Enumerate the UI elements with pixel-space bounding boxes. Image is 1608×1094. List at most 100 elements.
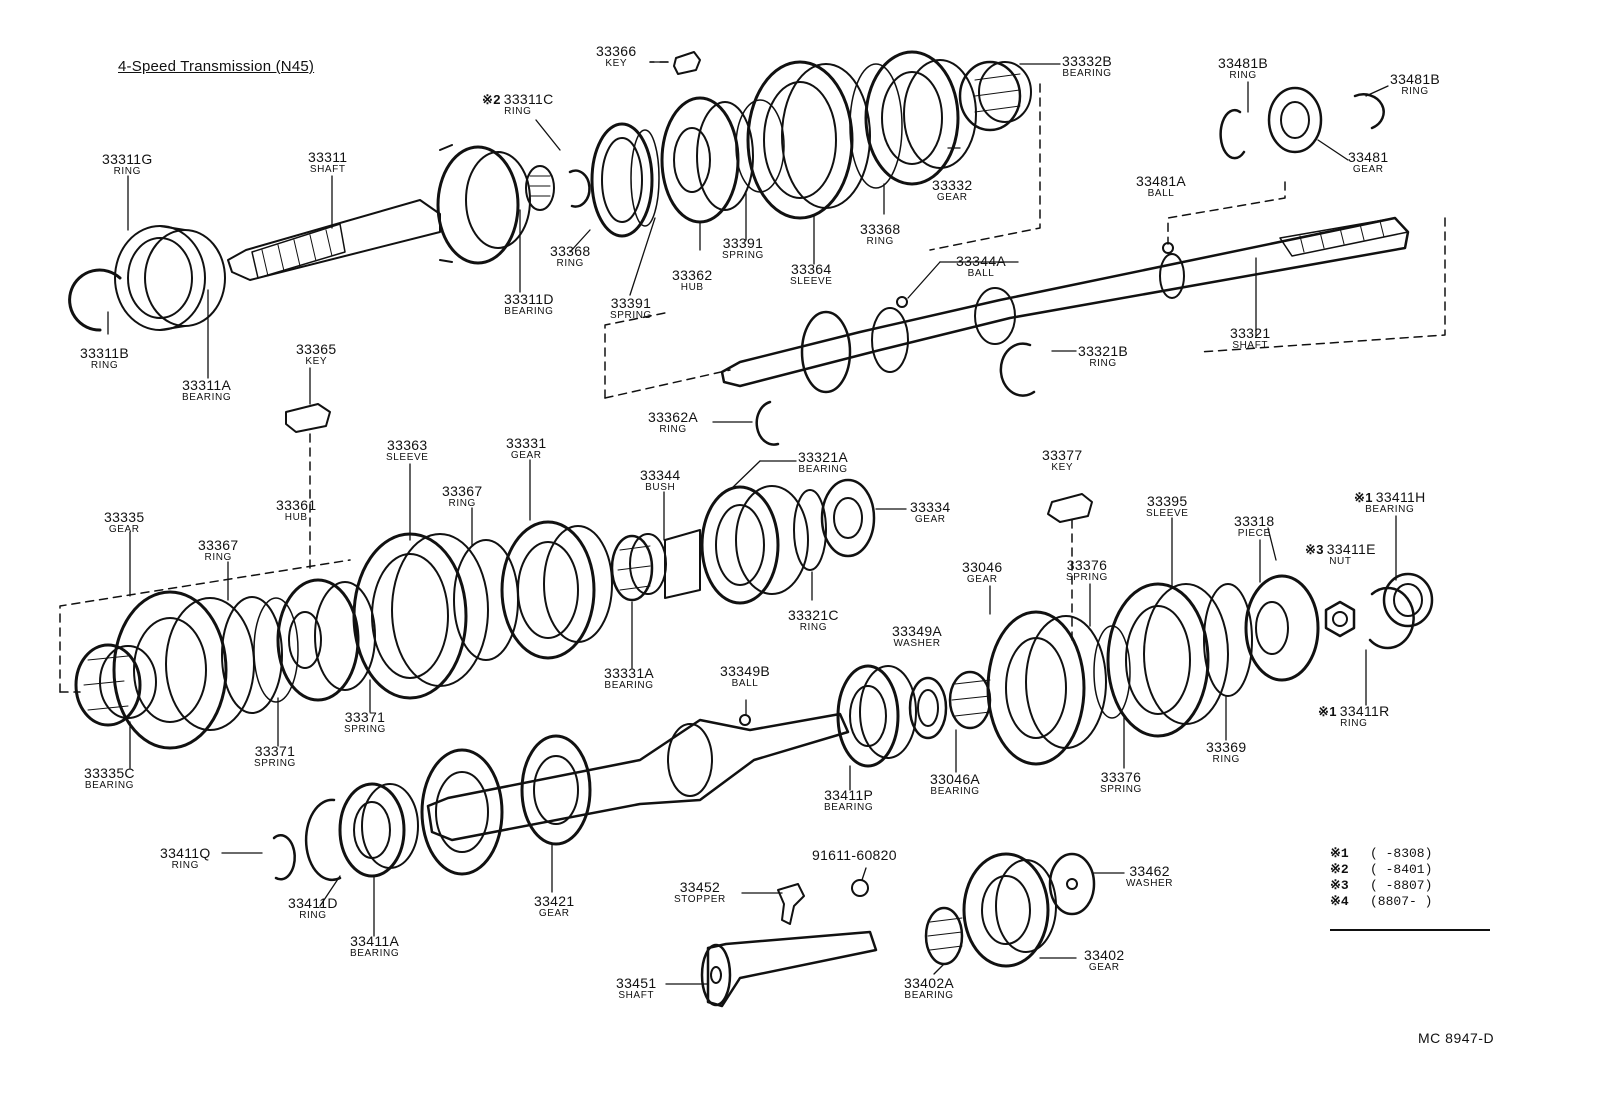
gear-33332-drawing (864, 50, 960, 186)
snap-ring-33321B-drawing (999, 342, 1036, 397)
part-name: RING (1340, 718, 1368, 729)
part-name: BEARING (930, 786, 980, 797)
part-number: 33311 (308, 150, 347, 164)
part-name: BALL (731, 678, 759, 689)
part-number: 33376 (1100, 770, 1142, 784)
part-name: SHAFT (309, 164, 346, 175)
part-number: 33046 (962, 560, 1002, 574)
bearing-33335C-drawing (74, 643, 142, 727)
part-number-text: 33481B (1390, 71, 1441, 87)
part-name: BEARING (504, 306, 554, 317)
key-33377-drawing (1047, 493, 1093, 523)
part-number: 33344A (956, 254, 1006, 268)
part-name: GEAR (914, 514, 946, 525)
part-name: BEARING (604, 680, 654, 691)
note-mark: ※4 (1330, 894, 1349, 909)
part-name: RING (866, 236, 894, 247)
note-mark: ※3 (1330, 878, 1349, 893)
part-number: 33361 (276, 498, 316, 512)
part-number: 33331 (506, 436, 546, 450)
gear-33334-drawing (820, 478, 876, 558)
part-name: BEARING (798, 464, 848, 475)
part-name: RING (659, 424, 687, 435)
part-number: 33411Q (160, 846, 211, 860)
note-row-1: ※1( -8308) (1330, 846, 1500, 862)
part-number: 33362A (648, 410, 698, 424)
part-number-text: 33365 (296, 341, 337, 357)
part-number-text: 33349A (892, 623, 943, 639)
part-name: SPRING (254, 758, 296, 769)
part-name: HUB (284, 512, 308, 523)
part-name: KEY (605, 58, 628, 69)
part-number: 33366 (596, 44, 636, 58)
part-number-text: 33402A (904, 975, 955, 991)
part-number-text: 33362 (672, 267, 713, 283)
synchro-ring-33368-drawing (590, 122, 654, 238)
part-name: RING (171, 860, 199, 871)
part-number-text: 33411H (1375, 489, 1426, 505)
part-number: 33411D (288, 896, 338, 910)
part-number: 33332 (932, 178, 972, 192)
reverse-idler-drawing (700, 852, 1096, 1008)
part-name: SPRING (1066, 572, 1108, 583)
part-number: 33311G (102, 152, 153, 166)
part-number: 33402 (1084, 948, 1124, 962)
part-name: RING (90, 360, 119, 371)
hub-33318-drawing (1244, 574, 1320, 682)
note-range: (8807- ) (1370, 894, 1433, 909)
part-number: 33391 (722, 236, 764, 250)
part-number-text: 33311C (503, 91, 554, 107)
part-name: GEAR (936, 192, 968, 203)
part-number: 33365 (296, 342, 336, 356)
part-number-text: 91611-60820 (812, 847, 897, 863)
part-number-text: 33349B (720, 663, 771, 679)
part-number-text: 33311A (182, 377, 232, 393)
part-number-text: 33367 (442, 483, 483, 499)
part-number: 33481A (1136, 174, 1186, 188)
part-number-text: 33344 (640, 467, 681, 483)
part-number-text: 33371 (254, 743, 296, 759)
snap-ring-33362A-drawing (755, 400, 780, 446)
part-number: 33311B (80, 346, 129, 360)
part-number-text: 33411D (288, 895, 338, 911)
part-number: 33411A (350, 934, 399, 948)
sleeve-33395-drawing (1106, 582, 1210, 738)
part-number: 33481B (1390, 72, 1440, 86)
part-number: 33046A (930, 772, 980, 786)
part-name: BALL (967, 268, 995, 279)
gear-33481-drawing (1267, 86, 1323, 154)
note-range: ( -8308) (1370, 846, 1433, 861)
ball-33344A-drawing (896, 296, 908, 308)
input-shaft-body (227, 199, 441, 281)
sleeve-33364-drawing (746, 60, 854, 220)
counter-gear-33421-drawing (420, 748, 504, 876)
part-number: 33481B (1218, 56, 1268, 70)
part-name: SPRING (722, 250, 764, 261)
part-name: BEARING (1062, 68, 1112, 79)
key-33366-drawing (673, 51, 701, 75)
part-number-text: 33046 (962, 559, 1003, 575)
